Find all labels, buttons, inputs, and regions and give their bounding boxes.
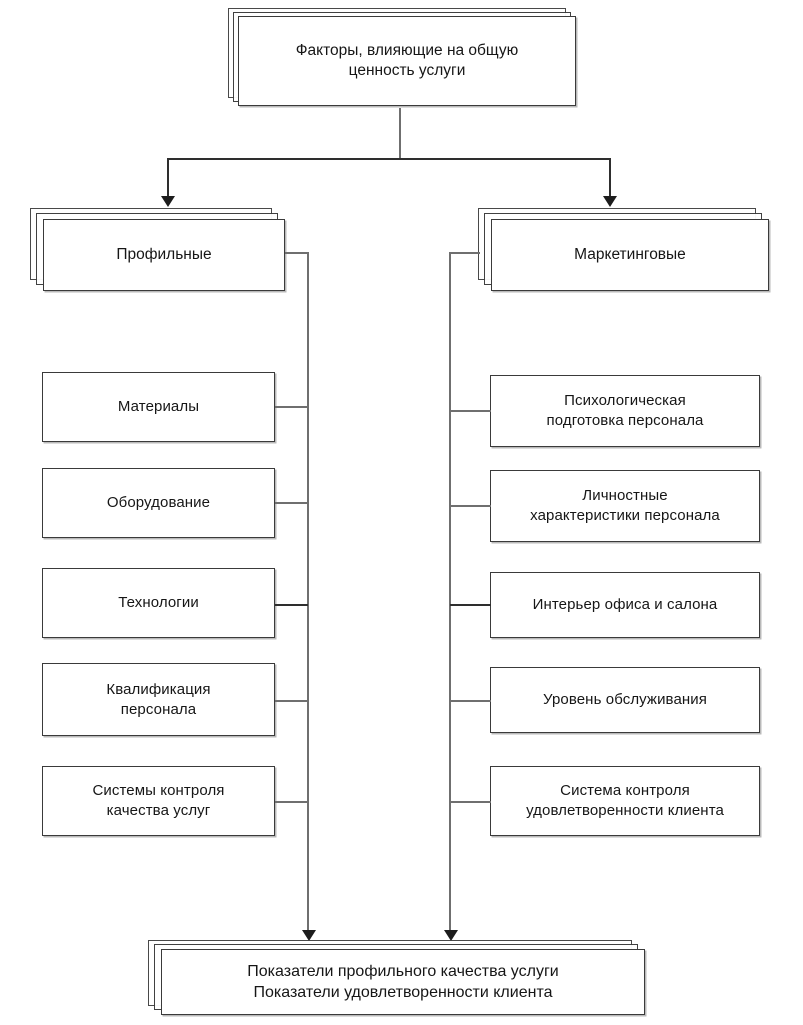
leaf-box-left-3[interactable]: Технологии	[42, 568, 275, 638]
leaf-box-right-3-label: Интерьер офиса и салона	[532, 596, 718, 614]
leaf-box-right-5[interactable]: Система контроля удовлетворенности клиен…	[490, 766, 760, 836]
leaf-box-left-2-label: Оборудование	[106, 494, 211, 512]
leaf-box-left-5-label: Системы контроля качества услуг	[92, 782, 225, 819]
root-stem-line	[399, 108, 402, 160]
connector-left-4	[275, 700, 308, 702]
leaf-box-right-2[interactable]: Личностные характеристики персонала	[490, 470, 760, 542]
root-node-label: Факторы, влияющие на общую ценность услу…	[295, 41, 519, 79]
leaf-box-left-4-label: Квалификация персонала	[106, 680, 211, 718]
category-profile-label: Профильные	[116, 245, 212, 263]
root-node[interactable]: Факторы, влияющие на общую ценность услу…	[228, 8, 580, 108]
connector-right-4	[450, 700, 491, 702]
left-bus-top-stub	[285, 252, 309, 254]
outcome-node-label: Показатели профильного качества услуги П…	[247, 962, 559, 1001]
connector-left-5	[275, 801, 308, 803]
leaf-box-right-2-label: Личностные характеристики персонала	[530, 487, 720, 524]
leaf-box-right-1-label: Психологическая подготовка персонала	[546, 392, 704, 429]
arrow-left-bus-to-outcome	[302, 930, 316, 941]
outcome-node[interactable]: Показатели профильного качества услуги П…	[148, 940, 648, 1020]
category-profile-front[interactable]: Профильные	[43, 219, 285, 291]
arrow-right-bus-to-outcome	[444, 930, 458, 941]
connector-left-2	[275, 502, 308, 504]
right-bus-top-stub	[450, 252, 480, 254]
leaf-box-right-5-label: Система контроля удовлетворенности клиен…	[526, 782, 724, 819]
connector-left-1	[275, 406, 308, 408]
arrow-to-marketing-category	[603, 196, 617, 207]
leaf-box-left-4[interactable]: Квалификация персонала	[42, 663, 275, 736]
category-node-profile[interactable]: Профильные	[30, 208, 286, 294]
leaf-box-right-4-label: Уровень обслуживания	[543, 691, 707, 709]
leaf-box-left-2[interactable]: Оборудование	[42, 468, 275, 538]
leaf-box-right-4[interactable]: Уровень обслуживания	[490, 667, 760, 733]
root-branch-bar	[167, 158, 611, 160]
leaf-box-left-3-label: Технологии	[118, 594, 199, 612]
leaf-box-left-1[interactable]: Материалы	[42, 372, 275, 442]
right-bus-vertical	[449, 252, 451, 938]
outcome-node-front[interactable]: Показатели профильного качества услуги П…	[161, 949, 645, 1015]
connector-right-3	[450, 604, 491, 606]
category-marketing-label: Маркетинговые	[574, 245, 686, 263]
leaf-box-left-5[interactable]: Системы контроля качества услуг	[42, 766, 275, 836]
connector-right-1	[450, 410, 491, 412]
category-marketing-front[interactable]: Маркетинговые	[491, 219, 769, 291]
connector-left-3	[275, 604, 308, 606]
root-branch-left-drop	[167, 158, 169, 198]
leaf-box-left-1-label: Материалы	[117, 398, 200, 416]
connector-right-2	[450, 505, 491, 507]
leaf-box-right-3[interactable]: Интерьер офиса и салона	[490, 572, 760, 638]
root-branch-right-drop	[609, 158, 611, 198]
leaf-box-right-1[interactable]: Психологическая подготовка персонала	[490, 375, 760, 447]
category-node-marketing[interactable]: Маркетинговые	[478, 208, 770, 294]
arrow-to-profile-category	[161, 196, 175, 207]
connector-right-5	[450, 801, 491, 803]
root-node-front[interactable]: Факторы, влияющие на общую ценность услу…	[238, 16, 576, 106]
left-bus-vertical	[307, 252, 309, 938]
